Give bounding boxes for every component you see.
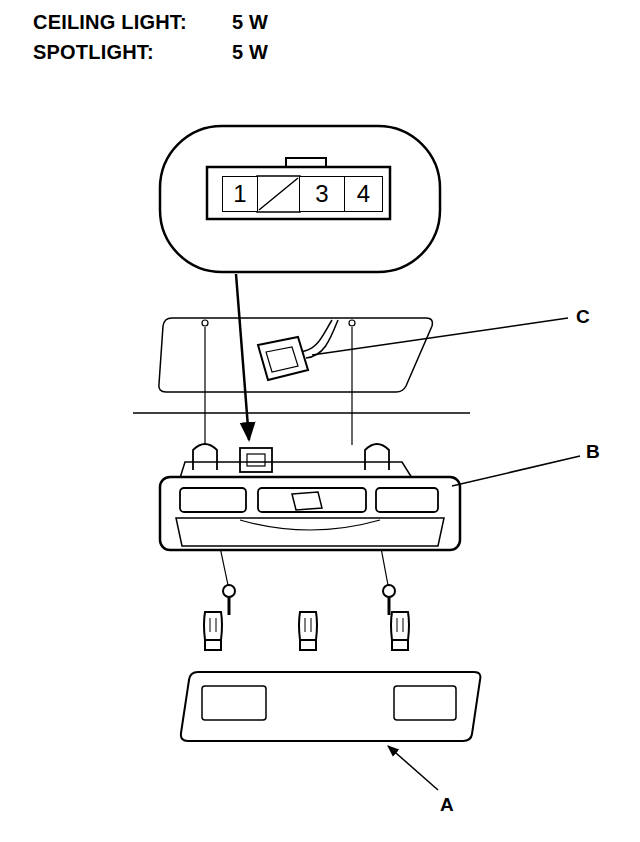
lens-recess <box>176 518 444 546</box>
detail-view-outline <box>160 126 440 272</box>
bulb-base <box>392 640 408 650</box>
mounting-hole <box>202 320 208 326</box>
screw-head <box>223 585 235 597</box>
leader-line <box>312 318 568 355</box>
connector-lock-tab <box>286 158 326 167</box>
bulb-base <box>205 640 221 650</box>
leader-arrow <box>388 746 438 790</box>
lamp-slot <box>258 488 366 512</box>
connector-face <box>207 167 390 219</box>
bulb <box>391 612 409 650</box>
harness-wire <box>300 320 332 352</box>
pin-number: 4 <box>357 182 370 206</box>
bulb-filament <box>210 618 216 632</box>
lens-window <box>394 686 456 720</box>
screw-shank <box>228 597 231 615</box>
leader-line <box>452 456 580 486</box>
spotlight-switch <box>292 492 322 510</box>
light-housing <box>160 477 460 550</box>
bulb-filament <box>305 618 311 632</box>
alignment-line <box>351 327 352 445</box>
heading-text: CEILING LIGHT: <box>33 12 187 32</box>
screw <box>223 585 235 615</box>
light-connector-detail <box>247 454 265 466</box>
callout-letter: A <box>438 794 456 815</box>
screw-shank <box>388 597 391 615</box>
illustration-lines <box>133 126 580 790</box>
harness-connector <box>258 337 308 380</box>
alignment-line <box>204 327 205 455</box>
lamp-slot <box>180 488 246 512</box>
heading-text: SPOTLIGHT: <box>33 42 154 62</box>
wattage-value: 5 W <box>232 12 268 32</box>
empty-pin-cell <box>257 176 300 212</box>
light-connector <box>240 448 272 472</box>
detail-arrow <box>236 274 249 440</box>
pin-cell: 4 <box>344 176 383 212</box>
headliner-edge <box>133 412 470 414</box>
bulb-filament <box>397 618 403 632</box>
headliner-panel <box>159 318 433 392</box>
lens <box>181 672 481 741</box>
pin-number: 1 <box>233 182 246 206</box>
pin-cell: 1 <box>222 176 258 212</box>
bulb-socket <box>193 444 217 470</box>
callout-letter: B <box>584 441 602 462</box>
screw-head <box>383 585 395 597</box>
reflector <box>240 520 380 530</box>
pin-number: 3 <box>315 182 328 206</box>
screw <box>383 585 395 615</box>
harness-connector-detail <box>266 347 298 372</box>
mounting-hole <box>349 320 355 326</box>
pin-cell: 3 <box>299 176 345 212</box>
bulb <box>204 612 222 650</box>
bulb-base <box>300 640 316 650</box>
lamp-slot <box>376 488 438 512</box>
bulb-socket <box>365 444 389 470</box>
lens-window <box>202 686 266 720</box>
wattage-value: 5 W <box>232 42 268 62</box>
housing-top <box>180 462 412 478</box>
bulb <box>299 612 317 650</box>
empty-pin-slash <box>259 178 298 210</box>
callout-letter: C <box>574 306 592 327</box>
